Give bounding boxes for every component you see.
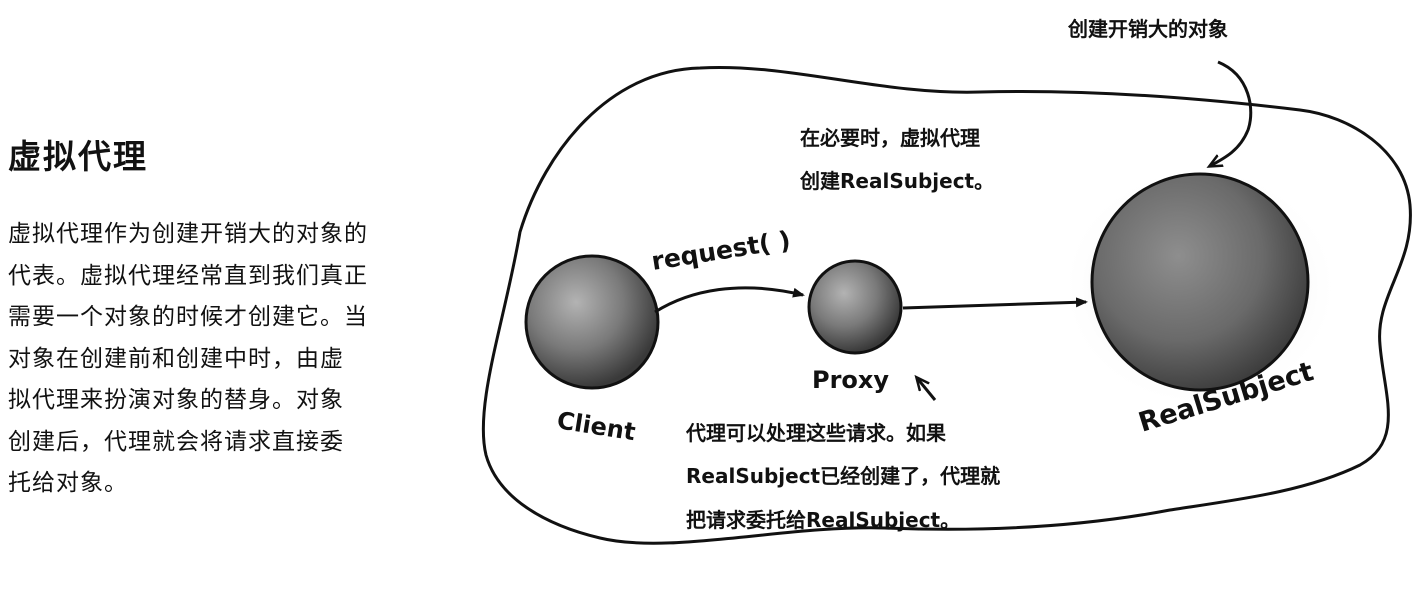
realsubject-sphere — [1090, 172, 1310, 392]
delegate-arrow — [902, 297, 1088, 310]
client-sphere — [524, 254, 660, 390]
proxy-note-pointer — [917, 378, 937, 401]
request-arrow — [654, 286, 805, 314]
client-label: Client — [555, 406, 637, 446]
expensive-object-pointer — [1210, 60, 1253, 166]
note-create-line: 创建RealSubject。 — [799, 169, 994, 193]
proxy-boundary-blob — [481, 65, 1412, 545]
note-expensive-object: 创建开销大的对象 — [1067, 17, 1228, 41]
paragraph-line: 代表。虚拟代理经常直到我们真正 — [8, 262, 368, 289]
section-title: 虚拟代理 — [8, 137, 148, 176]
paragraph-line: 托给对象。 — [8, 470, 128, 496]
paragraph-line: 创建后，代理就会将请求直接委 — [8, 428, 344, 455]
proxy-sphere — [807, 259, 903, 355]
note-handle-line: 把请求委托给RealSubject。 — [686, 508, 960, 532]
request-label: request( ) — [649, 225, 792, 276]
note-handle-line: RealSubject已经创建了，代理就 — [686, 464, 1000, 488]
note-handle-line: 代理可以处理这些请求。如果 — [685, 421, 946, 445]
paragraph-line: 对象在创建前和创建中时，由虚 — [8, 345, 344, 372]
proxy-label: Proxy — [812, 366, 889, 394]
paragraph-line: 需要一个对象的时候才创建它。当 — [8, 304, 368, 330]
paragraph-line: 拟代理来扮演对象的替身。对象 — [8, 387, 344, 413]
note-create-line: 在必要时，虚拟代理 — [800, 126, 980, 150]
paragraph-line: 虚拟代理作为创建开销大的对象的 — [8, 221, 368, 247]
description-paragraph: 虚拟代理作为创建开销大的对象的 代表。虚拟代理经常直到我们真正 需要一个对象的时… — [8, 214, 478, 505]
